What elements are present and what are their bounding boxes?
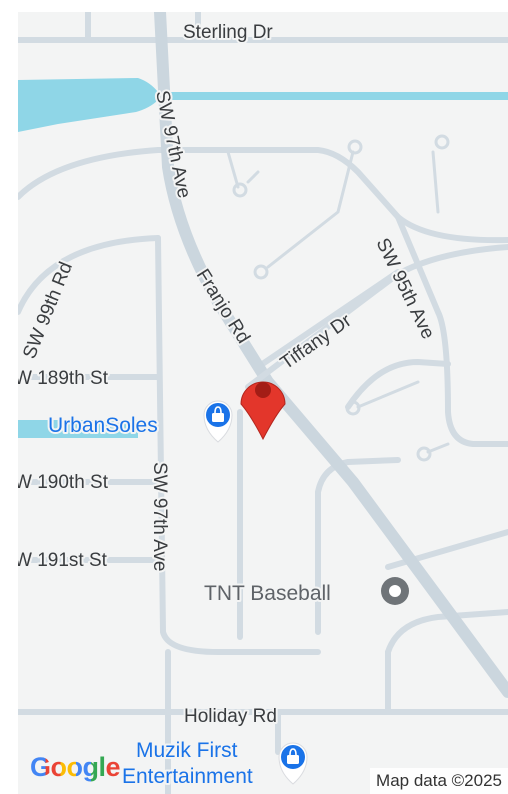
poi-label-tnt[interactable]: TNT Baseball bbox=[202, 580, 333, 607]
poi-label-muzik-line2[interactable]: Entertainment bbox=[120, 763, 255, 790]
water-body-north bbox=[18, 78, 508, 132]
poi-label-urbansoles[interactable]: UrbanSoles bbox=[46, 412, 160, 439]
road-label-sw97-south: SW 97th Ave bbox=[149, 462, 170, 572]
road-label-tiffany: Tiffany Dr bbox=[277, 310, 356, 374]
location-pin-icon[interactable] bbox=[240, 381, 286, 441]
shopping-bag-icon[interactable] bbox=[278, 742, 308, 785]
cul-de-sacs bbox=[226, 134, 450, 462]
map-viewport[interactable]: Sterling Dr SW 97th Ave SW 99th Rd Franj… bbox=[18, 12, 508, 794]
shopping-bag-icon[interactable] bbox=[203, 400, 233, 443]
logo-text: Google bbox=[30, 752, 121, 782]
road-label-sterling: Sterling Dr bbox=[183, 22, 273, 43]
road-label-189th: W 189th St bbox=[18, 368, 109, 389]
google-logo: Google bbox=[30, 752, 121, 783]
major-roads bbox=[154, 12, 508, 698]
place-dot-icon[interactable] bbox=[381, 577, 409, 605]
poi-muzik-first[interactable]: Muzik First Entertainment bbox=[120, 737, 308, 790]
road-label-holiday: Holiday Rd bbox=[184, 706, 277, 727]
poi-label-muzik-line1[interactable]: Muzik First bbox=[134, 737, 240, 764]
road-label-sw97-north: SW 97th Ave bbox=[151, 89, 194, 200]
water-body-west bbox=[18, 420, 138, 438]
map-attribution: Map data ©2025 bbox=[370, 768, 508, 794]
poi-urbansoles[interactable]: UrbanSoles bbox=[46, 400, 233, 443]
road-label-191st: W 191st St bbox=[18, 550, 108, 571]
map-canvas: Sterling Dr SW 97th Ave SW 99th Rd Franj… bbox=[18, 12, 508, 794]
road-label-190th: W 190th St bbox=[18, 472, 109, 493]
poi-tnt-baseball[interactable]: TNT Baseball bbox=[202, 577, 409, 607]
minor-roads bbox=[18, 12, 508, 794]
road-label-franjo: Franjo Rd bbox=[192, 266, 254, 348]
